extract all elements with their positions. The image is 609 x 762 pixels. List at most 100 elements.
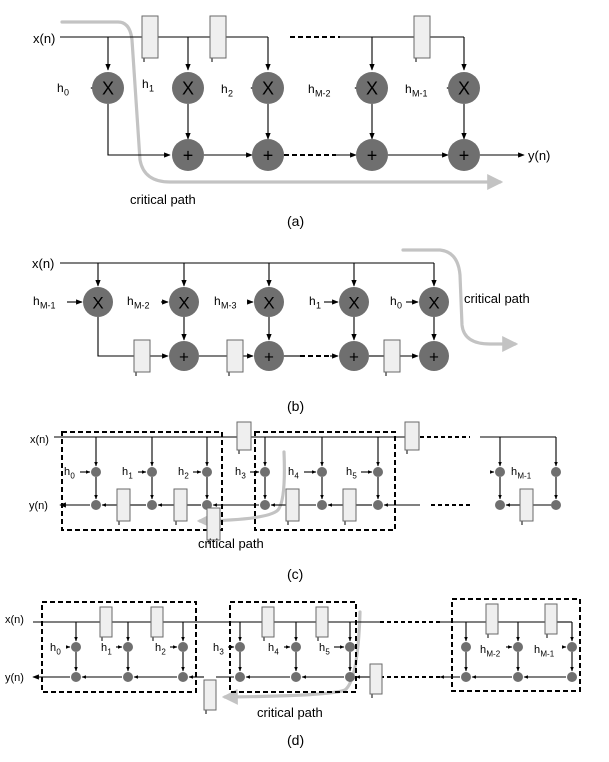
adder-node — [495, 500, 505, 510]
delay-register — [206, 507, 221, 541]
multiplier-symbol: X — [348, 293, 359, 312]
multiplier-node — [92, 72, 124, 104]
multiplier-node — [91, 467, 101, 477]
coefficient-label: h — [288, 466, 294, 478]
input-label: x(n) — [5, 614, 24, 626]
adder-node — [169, 341, 199, 371]
multiplier-node — [260, 467, 270, 477]
coefficient-subscript: 1 — [107, 647, 112, 656]
multiplier-symbol: X — [263, 293, 274, 312]
coefficient-subscript: M-2 — [315, 89, 331, 99]
adder-node — [513, 672, 523, 682]
critical-path-arrow — [60, 20, 504, 190]
coefficient-label: h — [122, 466, 128, 478]
coefficient-label: h — [390, 294, 397, 308]
coefficient-subscript: 5 — [352, 471, 357, 480]
coefficient-label: h — [213, 642, 219, 654]
wire — [97, 317, 134, 357]
coefficient-subscript: 3 — [219, 647, 224, 656]
adder-symbol: + — [264, 347, 274, 366]
delay-register — [261, 606, 275, 638]
adder-node — [91, 500, 101, 510]
coefficient-label: h — [309, 294, 316, 308]
multiplier-symbol: X — [428, 293, 439, 312]
coefficient-subscript: 2 — [161, 647, 166, 656]
adder-node — [317, 500, 327, 510]
coefficient-subscript: 0 — [64, 88, 69, 98]
multiplier-symbol: X — [178, 293, 189, 312]
caption-d: (d) — [287, 732, 304, 748]
adder-symbol: + — [459, 146, 470, 166]
coefficient-label: h — [480, 644, 486, 656]
coefficient-subscript: M-1 — [40, 301, 56, 311]
delay-register — [404, 421, 420, 451]
delay-register — [519, 488, 534, 522]
adder-symbol: + — [179, 347, 189, 366]
coefficient-subscript: M-2 — [134, 301, 150, 311]
delay-register — [173, 488, 188, 522]
adder-node — [567, 672, 577, 682]
multiplier-node — [356, 72, 388, 104]
adder-node — [291, 672, 301, 682]
multiplier-symbol: X — [262, 79, 274, 99]
coefficient-subscript: 4 — [294, 471, 299, 480]
delay-register — [236, 421, 252, 451]
adder-node — [178, 672, 188, 682]
processing-block-outline — [254, 431, 396, 531]
adder-node — [339, 341, 369, 371]
caption-a: (a) — [287, 213, 304, 229]
coefficient-label: h — [235, 466, 241, 478]
processing-block-outline — [451, 598, 581, 692]
multiplier-symbol: X — [92, 293, 103, 312]
coefficient-label: h — [64, 466, 70, 478]
critical-path-label: critical path — [464, 291, 530, 306]
coefficient-label: h — [50, 642, 56, 654]
delay-register — [226, 339, 244, 373]
caption-c: (c) — [287, 566, 303, 582]
coefficient-label: h — [178, 466, 184, 478]
multiplier-node — [291, 642, 301, 652]
delay-register — [342, 488, 357, 522]
coefficient-label: h — [511, 466, 517, 478]
coefficient-subscript: M-1 — [517, 471, 531, 480]
multiplier-node — [71, 642, 81, 652]
coefficient-label: h — [101, 642, 107, 654]
multiplier-symbol: X — [102, 79, 114, 99]
multiplier-node — [551, 467, 561, 477]
multiplier-node — [254, 287, 284, 317]
adder-node — [345, 672, 355, 682]
multiplier-node — [513, 642, 523, 652]
multiplier-node — [373, 467, 383, 477]
adder-node — [356, 139, 388, 171]
adder-node — [172, 139, 204, 171]
coefficient-subscript: M-1 — [540, 649, 554, 658]
output-label: y(n) — [528, 148, 550, 163]
adder-symbol: + — [429, 347, 439, 366]
coefficient-label: h — [127, 294, 134, 308]
multiplier-node — [172, 72, 204, 104]
coefficient-subscript: M-3 — [221, 301, 237, 311]
coefficient-subscript: 1 — [149, 84, 154, 94]
input-label: x(n) — [33, 31, 55, 46]
adder-symbol: + — [349, 347, 359, 366]
adder-node — [235, 672, 245, 682]
multiplier-node — [495, 467, 505, 477]
adder-symbol: + — [367, 146, 378, 166]
coefficient-label: h — [534, 644, 540, 656]
multiplier-node — [252, 72, 284, 104]
delay-register — [209, 15, 227, 59]
caption-b: (b) — [287, 398, 304, 414]
coefficient-label: h — [142, 77, 149, 91]
multiplier-node — [83, 287, 113, 317]
critical-path-arrow — [221, 610, 362, 705]
coefficient-label: h — [346, 466, 352, 478]
adder-node — [448, 139, 480, 171]
processing-block-outline — [61, 431, 223, 531]
coefficient-label: h — [221, 82, 228, 96]
delay-register — [383, 339, 401, 373]
coefficient-subscript: 3 — [241, 471, 246, 480]
wire — [107, 104, 171, 158]
coefficient-label: h — [214, 294, 221, 308]
delay-register — [133, 339, 151, 373]
